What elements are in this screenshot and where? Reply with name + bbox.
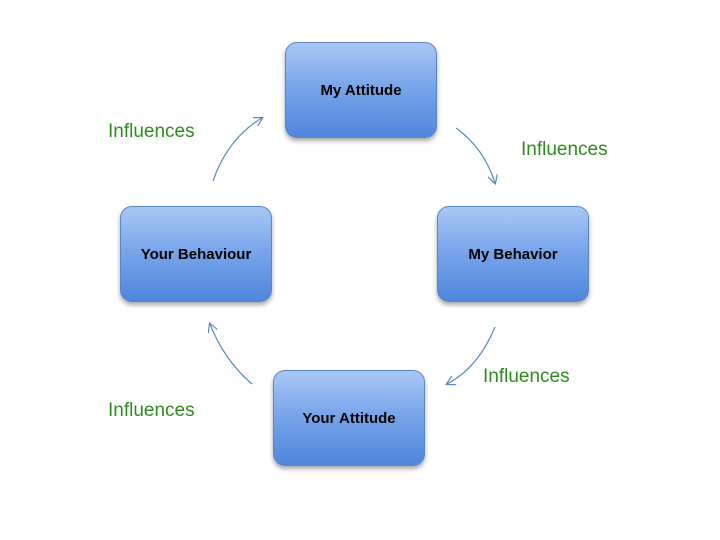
node-label-my-behavior: My Behavior (468, 245, 558, 263)
edge-label-bottom-left: Influences (108, 400, 195, 421)
arrow-left-to-top (212, 118, 262, 182)
node-label-your-attitude: Your Attitude (302, 409, 396, 427)
node-my-behavior: My Behavior (437, 206, 589, 302)
node-your-attitude: Your Attitude (273, 370, 425, 466)
node-your-behaviour: Your Behaviour (120, 206, 272, 302)
node-my-attitude: My Attitude (285, 42, 437, 138)
edge-label-top-left: Influences (108, 121, 195, 142)
arrow-bottom-to-left (210, 324, 253, 385)
arrow-top-to-right (455, 127, 495, 183)
node-label-your-behaviour: Your Behaviour (140, 245, 252, 263)
node-label-my-attitude: My Attitude (320, 81, 402, 99)
edge-label-bottom-right: Influences (483, 366, 570, 387)
edge-label-top-right: Influences (521, 139, 608, 160)
